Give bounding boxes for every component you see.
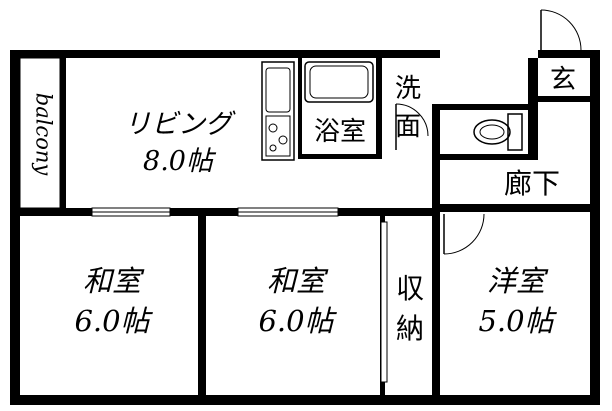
hallway-label: 廊下 [504, 167, 560, 200]
washroom-label-top: 洗 [395, 74, 421, 104]
walls [10, 50, 600, 405]
kitchen-unit [261, 61, 295, 161]
japanese-room-2-name: 和室 [267, 264, 329, 298]
doors [395, 9, 582, 255]
living-room-name: リビング [124, 109, 236, 140]
toilet-icon [473, 113, 523, 151]
balcony-label: balcony [32, 93, 56, 177]
storage-label-top: 収 [396, 272, 424, 305]
japanese-room-1-size: 6.0帖 [74, 304, 153, 338]
windows [19, 57, 388, 383]
japanese-room-2-size: 6.0帖 [258, 304, 337, 338]
bathtub-icon [304, 61, 374, 103]
living-room-size: 8.0帖 [143, 146, 217, 177]
bath-label: 浴室 [314, 117, 366, 147]
japanese-room-1-name: 和室 [83, 264, 145, 298]
washroom-label-bottom: 面 [395, 112, 421, 142]
western-room-name: 洋室 [487, 264, 549, 298]
storage-label-bottom: 納 [396, 312, 424, 345]
entrance-label: 玄 [550, 65, 576, 95]
western-room-size: 5.0帖 [478, 304, 557, 338]
